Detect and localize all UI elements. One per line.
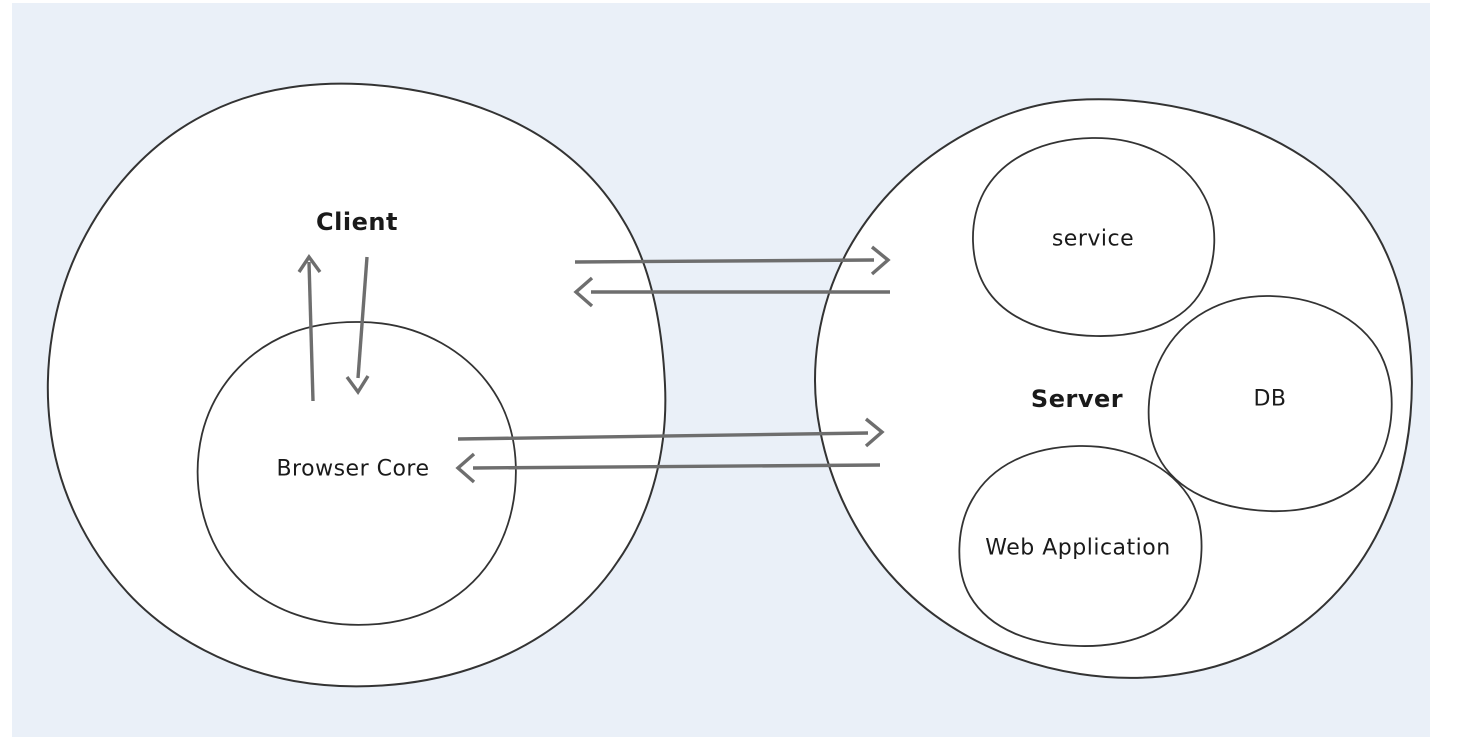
arrow-browser-core-to-client — [297, 254, 322, 402]
web-application-shape — [958, 445, 1203, 647]
client-label: Client — [316, 208, 398, 236]
browser-core-shape — [196, 321, 517, 626]
db-shape — [1147, 295, 1393, 513]
server-label: Server — [1030, 385, 1124, 413]
arrow-client-to-server — [574, 245, 891, 276]
db-label: DB — [1253, 386, 1287, 412]
arrow-client-to-browser-core — [345, 256, 370, 396]
arrow-browser-core-to-server — [457, 417, 885, 448]
browser-core-label: Browser Core — [276, 456, 430, 482]
arrow-server-to-client — [573, 276, 890, 308]
service-shape — [972, 137, 1216, 337]
arrow-server-to-browser-core — [455, 452, 881, 484]
service-label: service — [1051, 226, 1135, 252]
web-application-label: Web Application — [985, 535, 1171, 561]
